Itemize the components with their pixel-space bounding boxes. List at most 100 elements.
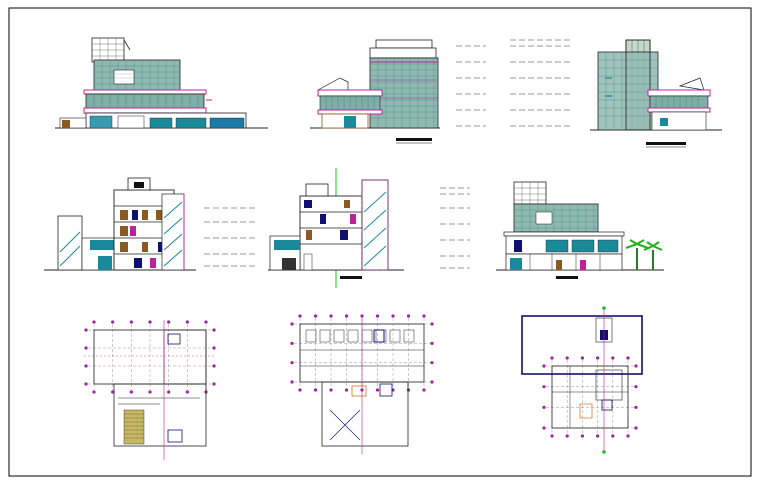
ground-plan-grid-bubble [212, 328, 216, 332]
ground-plan-grid-bubble [84, 328, 88, 332]
first-plan-diagonal [329, 409, 361, 441]
site-plan-grid-bubble [634, 385, 638, 389]
first-plan-grid-bubble [298, 388, 302, 392]
site-plan-grid-bubble [565, 434, 569, 438]
site-plan-grid-bubble [565, 356, 569, 360]
first-plan-grid-bubble [430, 341, 434, 345]
section-b [268, 168, 404, 288]
first-plan-grid-bubble [344, 388, 349, 392]
ground-plan-grid-bubble [148, 320, 152, 324]
first-plan-lift [373, 329, 385, 343]
ground-plan-grid-bubble [185, 320, 189, 324]
ground-plan-lower-wing [113, 383, 207, 447]
site-plan-grid-bubble [634, 426, 638, 430]
site-plan-grid-bubble [626, 356, 630, 360]
first-plan-grid-bubble [422, 314, 426, 318]
site-plan-grid-bubble [542, 405, 546, 409]
ground-plan-grid-bubble [148, 390, 152, 394]
first-plan-grid-bubble [290, 341, 294, 345]
first-plan-room [319, 329, 331, 343]
first-plan-grid-bubble [430, 322, 434, 326]
section-c [496, 181, 664, 279]
first-plan-room [305, 329, 317, 343]
ground-plan-grid-bubble [92, 390, 96, 394]
ground-plan-grid-bubble [129, 320, 133, 324]
ground-plan-grid-bubble [212, 364, 216, 368]
palm-tree-icon [625, 239, 663, 270]
first-plan-grid-bubble [290, 361, 294, 365]
first-plan-grid-bubble [313, 314, 318, 318]
ground-plan-grid-bubble [129, 390, 133, 394]
site-plan-grid-bubble [634, 364, 638, 368]
dimension-dash-lines-mid [204, 187, 470, 269]
first-plan-room [361, 329, 373, 343]
first-plan-grid-bubble [329, 314, 333, 318]
side-elevation-right [590, 39, 722, 148]
sheet-frame [8, 7, 752, 477]
first-plan-grid-bubble [344, 314, 349, 318]
site-plan-partition [552, 366, 628, 428]
first-plan-grid-bubble [430, 380, 434, 384]
first-plan-room [389, 329, 401, 343]
site-plan-grid-bubble [542, 426, 546, 430]
site-plan-grid-bubble [634, 405, 638, 409]
site-plan-grid-bubble [611, 356, 615, 360]
ground-plan-grid-bubble [204, 320, 208, 324]
site-plan-grid-bubble [596, 434, 600, 438]
first-plan-grid-bubble [375, 388, 380, 392]
front-elevation [55, 37, 268, 129]
first-plan-grid-bubble [406, 388, 411, 392]
ground-plan-grid-bubble [92, 320, 96, 324]
first-plan-grid-bubble [329, 388, 333, 392]
ground-plan-lift [167, 429, 183, 443]
first-plan-grid-bubble [375, 314, 380, 318]
ground-plan-grid-bubble [167, 390, 171, 394]
first-plan-room [333, 329, 345, 343]
section-a [44, 177, 196, 271]
side-elevation-left [310, 39, 440, 144]
first-plan-grid-bubble [430, 361, 434, 365]
ground-plan-grid-bubble [111, 390, 115, 394]
site-plan-grid-bubble [596, 356, 600, 360]
first-plan-grid-bubble [391, 314, 395, 318]
first-plan-grid-bubble [290, 322, 294, 326]
floor-plans [84, 306, 643, 460]
ground-plan-stair-treads [124, 413, 144, 439]
first-plan-room [403, 329, 415, 343]
ground-plan-grid-bubble [84, 346, 88, 350]
ground-plan-grid-bubble [84, 382, 88, 386]
ground-plan-grid-bubble [84, 364, 88, 368]
site-plan-grid-bubble [626, 434, 630, 438]
ground-plan-lift [167, 333, 181, 345]
ground-plan-grid-bubble [212, 346, 216, 350]
north-arrow-icon [602, 450, 606, 454]
first-plan-grid-bubble [422, 388, 426, 392]
north-arrow-icon [602, 306, 606, 310]
site-plan-grid-bubble [542, 364, 546, 368]
first-plan-grid-bubble [290, 380, 294, 384]
first-plan-grid-bubble [406, 314, 411, 318]
first-plan-partition [300, 349, 424, 367]
site-plan-building [551, 365, 629, 429]
ground-plan-grid-bubble [167, 320, 171, 324]
site-plan-grid-bubble [611, 434, 615, 438]
site-plan-grid-bubble [580, 356, 585, 360]
first-plan-grid-bubble [313, 388, 318, 392]
site-plan-grid-bubble [542, 385, 546, 389]
ground-plan-stair [123, 409, 145, 445]
first-plan-lower-block [321, 381, 409, 447]
ground-plan-grid-bubble [111, 320, 115, 324]
site-plan-boundary [521, 315, 643, 375]
ground-plan-grid-bubble [212, 382, 216, 386]
site-plan-grid-bubble [580, 434, 585, 438]
first-plan-stair [351, 385, 367, 397]
ground-plan-partition [118, 397, 200, 405]
first-plan-grid-bubble [360, 314, 364, 318]
ground-plan-grid-bubble [185, 390, 189, 394]
first-plan-grid-bubble [298, 314, 302, 318]
site-plan-grid-bubble [550, 356, 554, 360]
first-plan-lift [379, 383, 393, 397]
site-plan-grid-bubble [550, 434, 554, 438]
